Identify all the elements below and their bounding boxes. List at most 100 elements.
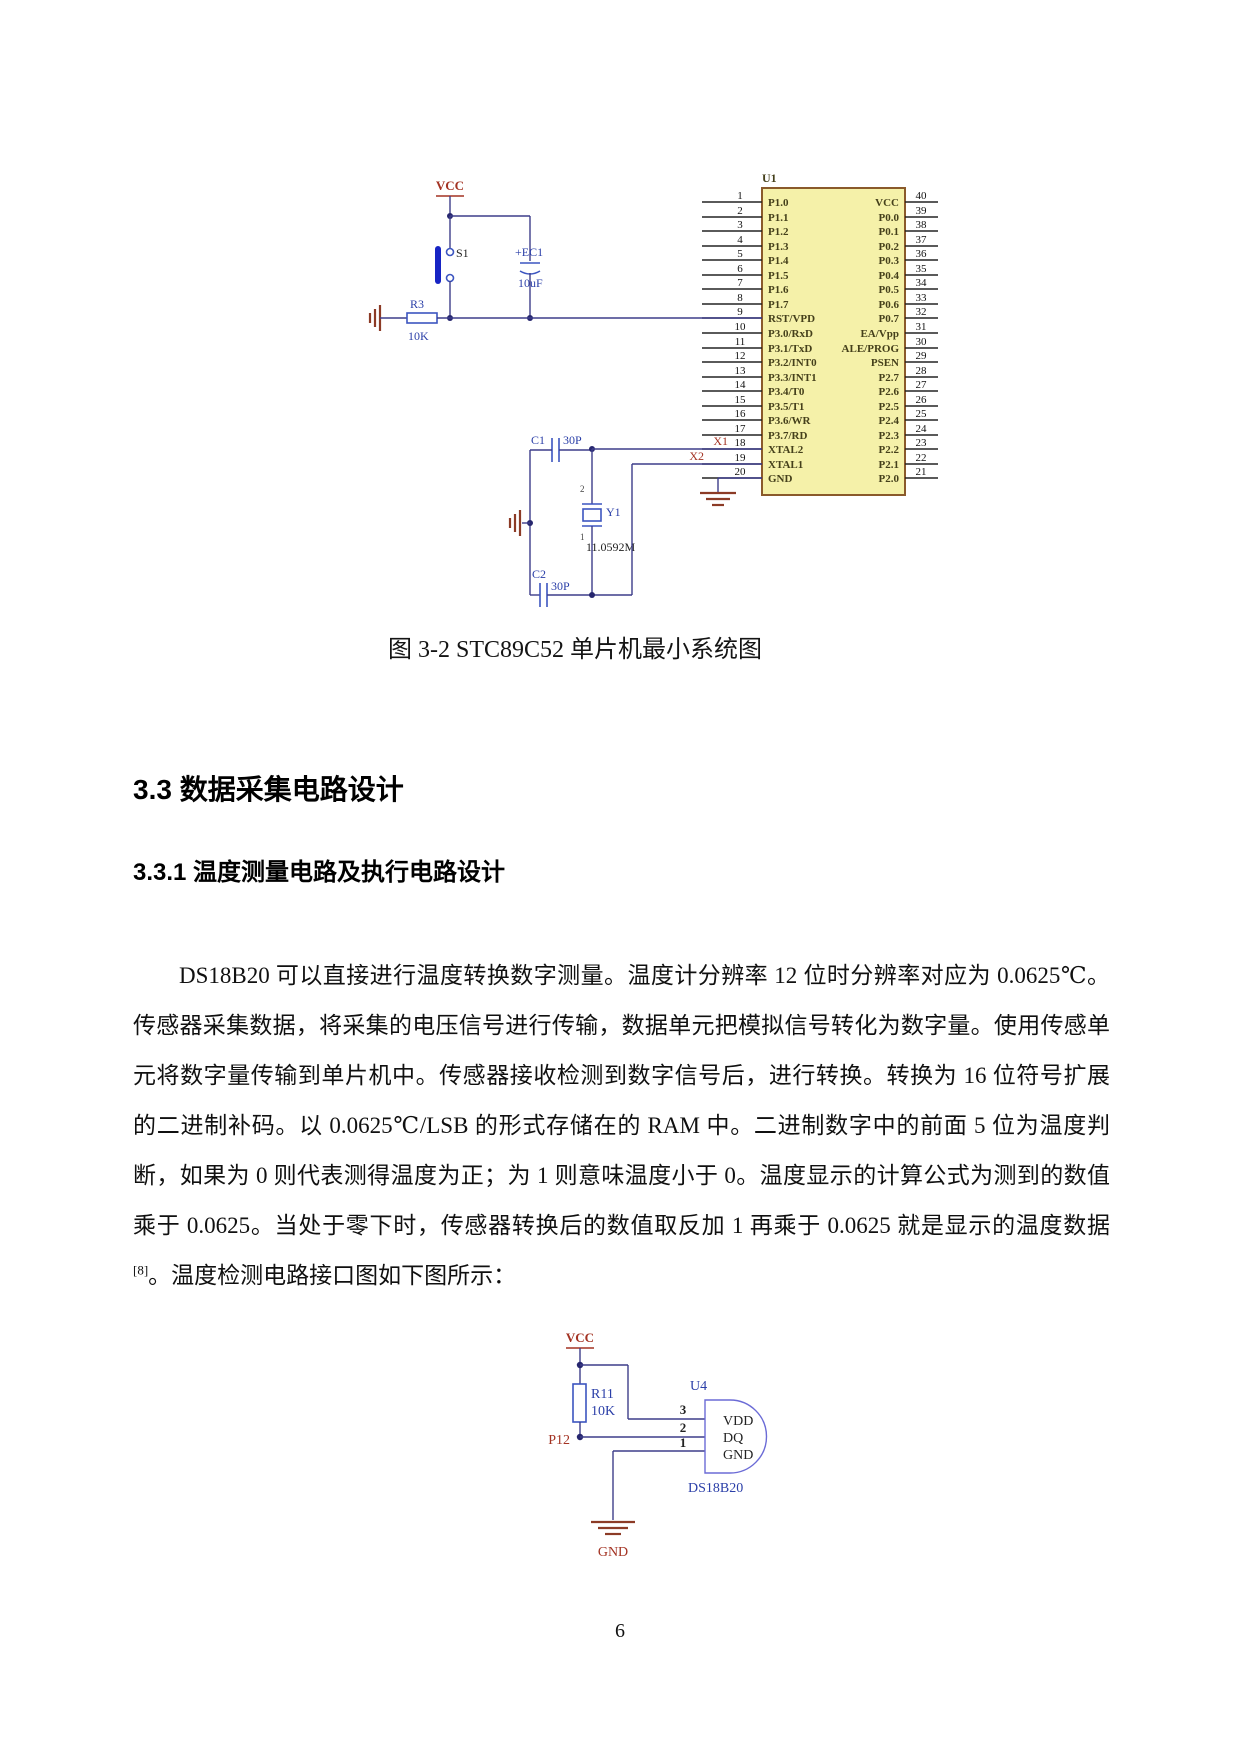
pin-number-3: 3 bbox=[737, 219, 743, 231]
pin-label-40: VCC bbox=[875, 197, 899, 209]
pin-label-22: P2.1 bbox=[879, 459, 899, 471]
pin-number-16: 16 bbox=[735, 408, 747, 420]
c1-value: 30P bbox=[563, 433, 582, 447]
y1-pin2-mark: 2 bbox=[580, 484, 585, 494]
pin-number-8: 8 bbox=[737, 292, 743, 304]
p12-label: P12 bbox=[548, 1433, 570, 1448]
pin-label-33: P0.6 bbox=[879, 299, 900, 311]
pin3-number: 3 bbox=[680, 1402, 687, 1417]
pin-number-14: 14 bbox=[735, 379, 747, 391]
r11-label: R11 bbox=[591, 1387, 614, 1402]
pin-label-21: P2.0 bbox=[879, 473, 900, 485]
pin-number-27: 27 bbox=[916, 379, 928, 391]
pin-label-34: P0.5 bbox=[879, 284, 900, 296]
pin-number-25: 25 bbox=[916, 408, 928, 420]
y1-label: Y1 bbox=[606, 505, 621, 519]
pin-number-4: 4 bbox=[737, 234, 743, 246]
pin-number-6: 6 bbox=[737, 263, 743, 275]
pin-number-36: 36 bbox=[916, 248, 928, 260]
x1-label: X1 bbox=[713, 434, 728, 448]
page-number: 6 bbox=[615, 1620, 625, 1642]
pin-number-22: 22 bbox=[916, 452, 927, 464]
pin-label-11: P3.1/TxD bbox=[768, 343, 812, 355]
pin-label-37: P0.2 bbox=[879, 241, 900, 253]
pin-label-32: P0.7 bbox=[879, 313, 900, 325]
pin-label-31: EA/Vpp bbox=[860, 328, 899, 340]
pin-label-8: P1.7 bbox=[768, 299, 789, 311]
pin-number-19: 19 bbox=[735, 452, 747, 464]
citation-superscript: [8] bbox=[133, 1262, 149, 1278]
paragraph-text-after-citation: 。温度检测电路接口图如下图所示： bbox=[148, 1263, 517, 1288]
mcu-chip-body bbox=[761, 187, 906, 496]
pin-number-39: 39 bbox=[916, 205, 928, 217]
vcc-label: VCC bbox=[436, 178, 464, 193]
pin-number-7: 7 bbox=[737, 277, 743, 289]
figure-mcu-min-system-schematic: U1 1P1.02P1.13P1.24P1.35P1.46P1.57P1.68P… bbox=[368, 171, 938, 607]
pin-label-15: P3.5/T1 bbox=[768, 401, 804, 413]
pin-number-28: 28 bbox=[916, 365, 928, 377]
pin-number-24: 24 bbox=[916, 423, 928, 435]
paragraph-text: DS18B20 可以直接进行温度转换数字测量。温度计分辨率 12 位时分辨率对应… bbox=[133, 963, 1110, 1238]
pin-label-14: P3.4/T0 bbox=[768, 386, 805, 398]
r3-value: 10K bbox=[408, 329, 429, 343]
pin-number-40: 40 bbox=[916, 190, 928, 202]
pin-label-7: P1.6 bbox=[768, 284, 789, 296]
gnd-pin-label: GND bbox=[723, 1448, 753, 1463]
y1-value: 11.0592M bbox=[586, 540, 636, 554]
pin-number-33: 33 bbox=[916, 292, 928, 304]
pin-number-37: 37 bbox=[916, 234, 928, 246]
pin-number-23: 23 bbox=[916, 437, 928, 449]
pin-label-39: P0.0 bbox=[879, 212, 900, 224]
pin-label-35: P0.4 bbox=[879, 270, 900, 282]
pin-label-23: P2.2 bbox=[879, 444, 900, 456]
ground-symbol: GND bbox=[591, 1520, 635, 1560]
figure1-caption: 图 3-2 STC89C52 单片机最小系统图 bbox=[387, 637, 762, 663]
pin-label-17: P3.7/RD bbox=[768, 430, 807, 442]
r11-value: 10K bbox=[591, 1404, 615, 1419]
pin-label-26: P2.5 bbox=[879, 401, 900, 413]
pin-number-32: 32 bbox=[916, 306, 927, 318]
pin-number-12: 12 bbox=[735, 350, 746, 362]
chip-ground bbox=[700, 477, 762, 507]
pin2-number: 2 bbox=[680, 1420, 687, 1435]
u4-ref-label: U4 bbox=[690, 1379, 707, 1394]
pin-label-24: P2.3 bbox=[879, 430, 900, 442]
vcc-symbol: VCC bbox=[566, 1330, 594, 1384]
pin-number-15: 15 bbox=[735, 394, 747, 406]
pin-label-13: P3.3/INT1 bbox=[768, 372, 817, 384]
pin-number-20: 20 bbox=[735, 466, 747, 478]
gnd-label: GND bbox=[598, 1545, 628, 1560]
vcc-label: VCC bbox=[566, 1330, 594, 1345]
figure-ds18b20-interface-schematic: VCC R11 10K P12 3 2 1 U4 VDD DQ GND DS18… bbox=[548, 1330, 768, 1560]
pin-label-2: P1.1 bbox=[768, 212, 788, 224]
pin-label-36: P0.3 bbox=[879, 255, 900, 267]
pin-label-3: P1.2 bbox=[768, 226, 789, 238]
mcu-ref-label: U1 bbox=[762, 171, 777, 185]
pin-label-19: XTAL1 bbox=[768, 459, 803, 471]
pin-number-13: 13 bbox=[735, 365, 747, 377]
pin-label-38: P0.1 bbox=[879, 226, 899, 238]
pin-label-28: P2.7 bbox=[879, 372, 900, 384]
resistor-r3: R3 10K bbox=[368, 297, 762, 343]
dq-pin-label: DQ bbox=[723, 1431, 743, 1446]
c1-label: C1 bbox=[531, 433, 545, 447]
body-paragraph: DS18B20 可以直接进行温度转换数字测量。温度计分辨率 12 位时分辨率对应… bbox=[133, 951, 1110, 1301]
pin-number-9: 9 bbox=[737, 306, 743, 318]
capacitor-ec1: +EC1 10uF bbox=[447, 215, 543, 321]
pin-number-26: 26 bbox=[916, 394, 928, 406]
ds18b20-part-label: DS18B20 bbox=[688, 1481, 743, 1496]
pin-number-21: 21 bbox=[916, 466, 927, 478]
vdd-pin-label: VDD bbox=[723, 1414, 753, 1429]
pin-label-20: GND bbox=[768, 473, 793, 485]
pin-number-5: 5 bbox=[737, 248, 743, 260]
pin-label-16: P3.6/WR bbox=[768, 415, 812, 427]
push-button-s1: S1 bbox=[435, 216, 469, 318]
pin-number-38: 38 bbox=[916, 219, 928, 231]
pin-label-5: P1.4 bbox=[768, 255, 789, 267]
pin-label-25: P2.4 bbox=[879, 415, 900, 427]
pin1-number: 1 bbox=[680, 1435, 687, 1450]
pin-number-29: 29 bbox=[916, 350, 928, 362]
pin-label-12: P3.2/INT0 bbox=[768, 357, 817, 369]
pin-number-17: 17 bbox=[735, 423, 747, 435]
